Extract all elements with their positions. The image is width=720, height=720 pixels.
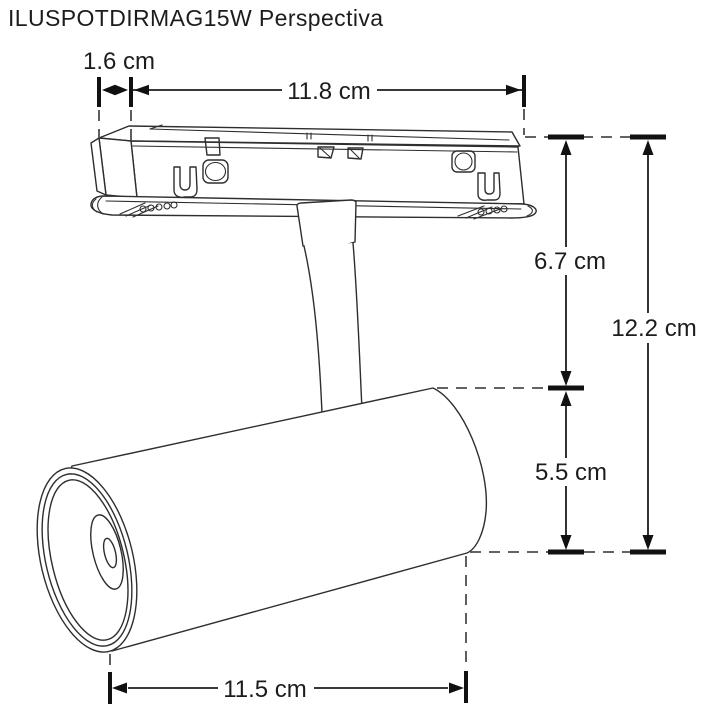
page-title: ILUSPOTDIRMAG15W Perspectiva <box>8 5 383 31</box>
label-backdrop <box>610 313 700 343</box>
dimension-annotations: 1.6 cm 11.8 cm 6.7 cm <box>83 48 700 704</box>
contact-fins <box>457 205 501 220</box>
front-bezel-outer-ring <box>36 467 138 653</box>
lens-recess <box>90 514 124 590</box>
arrow-up-icon <box>560 391 572 406</box>
arrow-up-icon <box>560 140 572 155</box>
arrow-left-icon <box>102 84 115 96</box>
adapter-detail-line <box>132 145 518 153</box>
dim-label-upper-height: 6.7 cm <box>534 248 606 275</box>
arrow-left-icon <box>134 84 149 96</box>
stem <box>296 199 363 414</box>
dim-label-adapter-width: 11.8 cm <box>287 78 371 105</box>
arrow-left-icon <box>112 682 127 694</box>
adapter-socket-right <box>451 150 476 173</box>
adapter-detail-line <box>349 148 360 159</box>
adapter-socket-left-inner <box>204 161 227 182</box>
arrow-right-icon <box>506 84 521 96</box>
dimension-adapter-width: 11.8 cm <box>133 75 526 107</box>
dimension-body-length: 11.5 cm <box>108 671 468 704</box>
adapter-contacts-right <box>457 205 508 220</box>
arrow-down-icon <box>642 535 654 550</box>
adapter-top-notch <box>204 137 221 156</box>
adapter-vent-2 <box>347 147 364 160</box>
dimension-upper-height: 6.7 cm <box>528 140 612 386</box>
dimension-adapter-offset: 1.6 cm <box>83 48 155 107</box>
adapter-edge-ticks <box>306 132 373 142</box>
adapter-detail-line <box>149 124 163 130</box>
adapter-clip-right <box>477 172 501 201</box>
adapter-vent-1 <box>317 146 335 159</box>
front-bezel-middle-ring <box>41 473 133 647</box>
dimension-body-height: 5.5 cm <box>530 391 612 550</box>
label-backdrop <box>530 458 612 486</box>
stem-arm-right-edge <box>352 242 363 411</box>
adapter-detail-line <box>97 196 104 215</box>
dimension-total-height: 12.2 cm <box>610 140 700 550</box>
arrow-down-icon <box>560 371 572 386</box>
lens-center <box>102 537 118 569</box>
adapter-contacts-left <box>119 201 178 218</box>
adapter-detail-line <box>319 147 331 158</box>
stem-arm-fill <box>304 243 362 413</box>
adapter-left-end-outer <box>90 137 107 196</box>
adapter-detail-line <box>526 205 533 217</box>
dim-label-adapter-offset: 1.6 cm <box>83 48 155 75</box>
stem-arm-left-edge <box>303 245 323 414</box>
arrow-down-icon <box>560 535 572 550</box>
dim-label-body-length: 11.5 cm <box>223 676 307 703</box>
adapter-socket-left <box>202 159 229 184</box>
stem-cap <box>296 199 357 249</box>
adapter-socket-right-inner <box>454 152 473 171</box>
dim-label-total-height: 12.2 cm <box>611 315 696 342</box>
front-bezel-inner-ring <box>47 479 129 641</box>
adapter-detail-line <box>149 128 510 141</box>
spotlight-body <box>36 387 488 653</box>
arrow-up-icon <box>642 140 654 155</box>
label-backdrop <box>528 247 612 275</box>
dim-label-body-height: 5.5 cm <box>535 459 607 486</box>
arrow-right-icon <box>449 682 464 694</box>
arrow-right-icon <box>115 84 128 96</box>
adapter-clip-left <box>173 166 198 198</box>
adapter-detail-line <box>91 198 98 213</box>
